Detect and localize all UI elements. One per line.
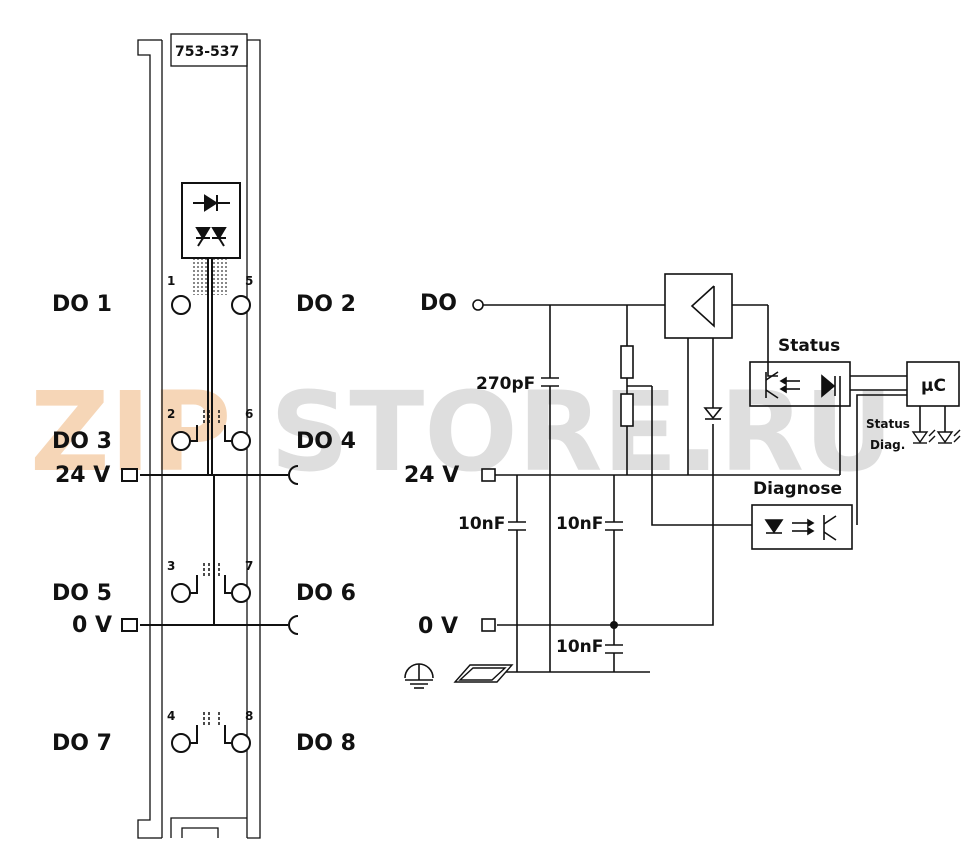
label-cap-10nf-c: 10nF	[556, 637, 603, 657]
circuit-wiring	[470, 273, 960, 673]
diagnose-optocoupler	[764, 515, 837, 541]
label-do8: DO 8	[296, 731, 356, 756]
label-do5: DO 5	[52, 581, 112, 606]
pin-number-4: 4	[167, 709, 175, 723]
pin-number-7: 7	[245, 559, 253, 573]
pin-number-3: 3	[167, 559, 175, 573]
earth-ground-icon	[404, 663, 434, 689]
label-do6: DO 6	[296, 581, 356, 606]
label-do7: DO 7	[52, 731, 112, 756]
contact-leads	[190, 425, 232, 744]
label-24v-module: 24 V	[55, 463, 110, 488]
label-led-status: Status	[866, 417, 910, 431]
terminal-do8	[231, 733, 251, 753]
watermark: ZIP STORE.RU	[30, 368, 893, 496]
status-optocoupler	[765, 371, 836, 399]
optocoupler-symbol	[181, 182, 241, 259]
label-led-diag: Diag.	[870, 438, 905, 452]
connector-bundle	[193, 258, 227, 295]
din-rail-icon	[453, 664, 514, 683]
watermark-store: STORE.RU	[270, 368, 893, 496]
label-cap-10nf-a: 10nF	[458, 514, 505, 534]
module-part-number: 753-537	[175, 44, 239, 60]
pin-number-5: 5	[245, 274, 253, 288]
terminal-do6	[231, 583, 251, 603]
module-bus	[207, 258, 215, 625]
terminal-do7	[171, 733, 191, 753]
status-leds	[911, 429, 961, 444]
label-diagnose: Diagnose	[753, 479, 842, 499]
terminal-do3	[171, 431, 191, 451]
label-24v-circuit: 24 V	[404, 463, 459, 488]
module-housing	[137, 33, 261, 839]
label-do3: DO 3	[52, 429, 112, 454]
label-0v-circuit: 0 V	[418, 614, 458, 639]
label-do-input: DO	[420, 291, 457, 316]
label-uc: µC	[921, 376, 946, 396]
terminal-contacts	[171, 295, 251, 753]
pin-number-6: 6	[245, 407, 253, 421]
terminal-do5	[171, 583, 191, 603]
pin-number-8: 8	[245, 709, 253, 723]
label-cap-10nf-b: 10nF	[556, 514, 603, 534]
label-do1: DO 1	[52, 292, 112, 317]
terminal-do4	[231, 431, 251, 451]
label-0v-module: 0 V	[72, 613, 112, 638]
label-do2: DO 2	[296, 292, 356, 317]
pin-number-1: 1	[167, 274, 175, 288]
label-cap-270pf: 270pF	[476, 374, 535, 394]
module-supply	[121, 465, 299, 635]
terminal-do1	[171, 295, 191, 315]
pin-number-2: 2	[167, 407, 175, 421]
contact-dashes	[203, 410, 220, 727]
junction-dot	[610, 621, 618, 629]
label-status: Status	[778, 336, 840, 356]
label-do4: DO 4	[296, 429, 356, 454]
terminal-do2	[231, 295, 251, 315]
